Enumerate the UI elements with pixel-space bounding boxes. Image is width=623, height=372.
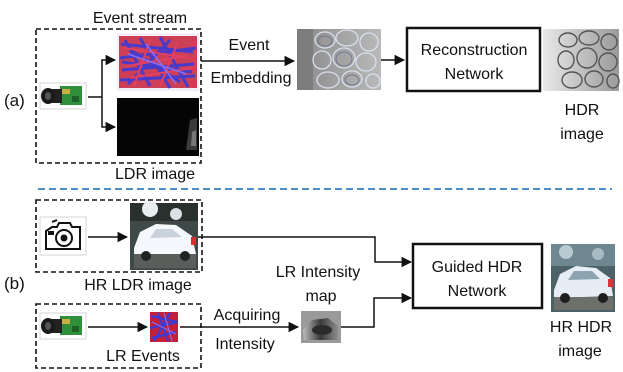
event-embedding-image [297, 29, 381, 90]
arrow-intensity-to-guided [341, 292, 413, 328]
hdr-image [543, 29, 620, 91]
guided-hdr-network-label-line1: Guided HDR [432, 259, 523, 276]
reconstruction-network-box [405, 26, 542, 93]
ldr-image-label: LDR image [115, 166, 195, 183]
lr-intensity-map-image [301, 311, 341, 343]
arrow-hr-ldr-to-guided [198, 236, 413, 268]
part-b-marker: (b) [4, 274, 25, 293]
acquiring-intensity-label-line2: Intensity [215, 336, 275, 353]
hr-camera-group-box [35, 199, 203, 273]
reconstruction-network-label-line2: Network [445, 66, 505, 83]
hdr-image-label-line1: HDR [565, 102, 600, 119]
reconstruction-network-label-line1: Reconstruction [421, 42, 528, 59]
event-camera-icon [39, 312, 87, 340]
event-stream-label: Event stream [93, 10, 187, 27]
hr-hdr-image-label-line2: image [558, 343, 602, 360]
event-embedding-label-line1: Event [229, 37, 270, 54]
event-camera-icon [39, 82, 87, 110]
arrow-to-event-stream [101, 54, 117, 97]
guided-hdr-network-box [411, 242, 544, 310]
arrow-to-ldr-image [101, 97, 117, 133]
hr-ldr-image [130, 201, 198, 270]
lr-intensity-map-label-line1: LR Intensity [276, 264, 360, 281]
hr-ldr-image-label: HR LDR image [84, 277, 192, 294]
camera-icon [39, 216, 87, 256]
ldr-image [117, 98, 199, 156]
hr-hdr-image-label-line1: HR HDR [550, 319, 612, 336]
hdr-image-label-line2: image [560, 126, 604, 143]
lr-intensity-map-label-line2: map [305, 288, 336, 305]
lr-events-image [149, 312, 179, 342]
event-embedding-label-line2: Embedding [211, 70, 292, 87]
acquiring-intensity-label-line1: Acquiring [214, 307, 281, 324]
event-stream-image [117, 33, 199, 91]
part-a-marker: (a) [4, 91, 25, 110]
lr-events-label: LR Events [106, 348, 180, 365]
lr-event-group-box [35, 303, 202, 369]
hr-hdr-image [551, 244, 615, 312]
event-camera-group-box [35, 28, 202, 164]
guided-hdr-network-label-line2: Network [448, 283, 508, 300]
